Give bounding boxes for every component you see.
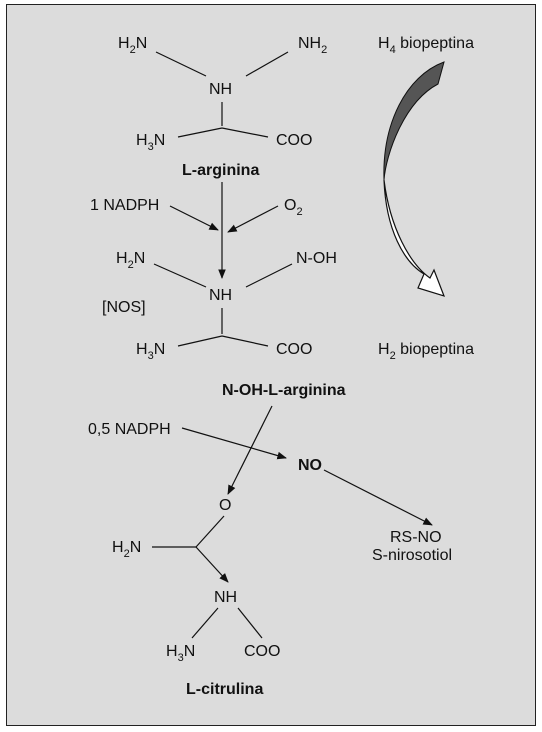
diagram-panel: H2N NH2 NH H3N COO L-arginina 1 NADPH O2… xyxy=(6,4,536,726)
arginine-nh: NH xyxy=(209,81,232,98)
citrulline-nh: NH xyxy=(214,589,237,606)
arginine-coo: COO xyxy=(276,132,312,149)
curved-arrow-dark xyxy=(383,61,445,181)
arginine-name: L-arginina xyxy=(182,162,259,179)
no-label: NO xyxy=(298,457,322,474)
citrulline-coo: COO xyxy=(244,643,280,660)
o2-label: O2 xyxy=(284,197,303,218)
step1-cofactors: 1 NADPH O2 xyxy=(90,182,303,279)
citrulline-h2n: H2N xyxy=(112,539,141,560)
nitrosothiol-label: S-nirosotiol xyxy=(372,547,452,564)
citrulline-o: O xyxy=(219,497,231,514)
h4-biopterin-label: H4 biopeptina xyxy=(378,35,474,56)
panel-background xyxy=(6,4,536,726)
nadph-05-label: 0,5 NADPH xyxy=(88,421,171,438)
intermediate-name: N-OH-L-arginina xyxy=(222,382,346,399)
h2-biopterin-label: H2 biopeptina xyxy=(378,341,474,362)
intermediate-h3n: H3N xyxy=(136,341,165,362)
citrulline-name: L-citrulina xyxy=(186,681,263,698)
arginine-nh2-left: H2N xyxy=(118,35,147,56)
arginine-h3n: H3N xyxy=(136,132,165,153)
intermediate-nh: NH xyxy=(209,287,232,304)
arginine-nh2-right: NH2 xyxy=(298,35,327,56)
rsno-label: RS-NO xyxy=(390,529,442,546)
intermediate-structure: H2N N-OH NH [NOS] H3N COO N-OH-L-arginin… xyxy=(102,250,346,399)
pathway-diagram: H2N NH2 NH H3N COO L-arginina 1 NADPH O2… xyxy=(6,4,536,726)
biopterin-cycle: H4 biopeptina H2 biopeptina xyxy=(378,35,474,362)
citrulline-h3n: H3N xyxy=(166,643,195,664)
arginine-structure: H2N NH2 NH H3N COO L-arginina xyxy=(118,35,327,179)
step2-arrows: 0,5 NADPH NO RS-NO S-nirosotiol xyxy=(88,405,452,564)
intermediate-coo: COO xyxy=(276,341,312,358)
nadph-1-label: 1 NADPH xyxy=(90,197,159,214)
intermediate-h2n: H2N xyxy=(116,250,145,271)
nos-label: [NOS] xyxy=(102,299,146,316)
curved-arrow-light xyxy=(383,179,446,297)
intermediate-noh: N-OH xyxy=(296,250,337,267)
citrulline-structure: O H2N NH H3N COO L-citrulina xyxy=(112,497,280,698)
